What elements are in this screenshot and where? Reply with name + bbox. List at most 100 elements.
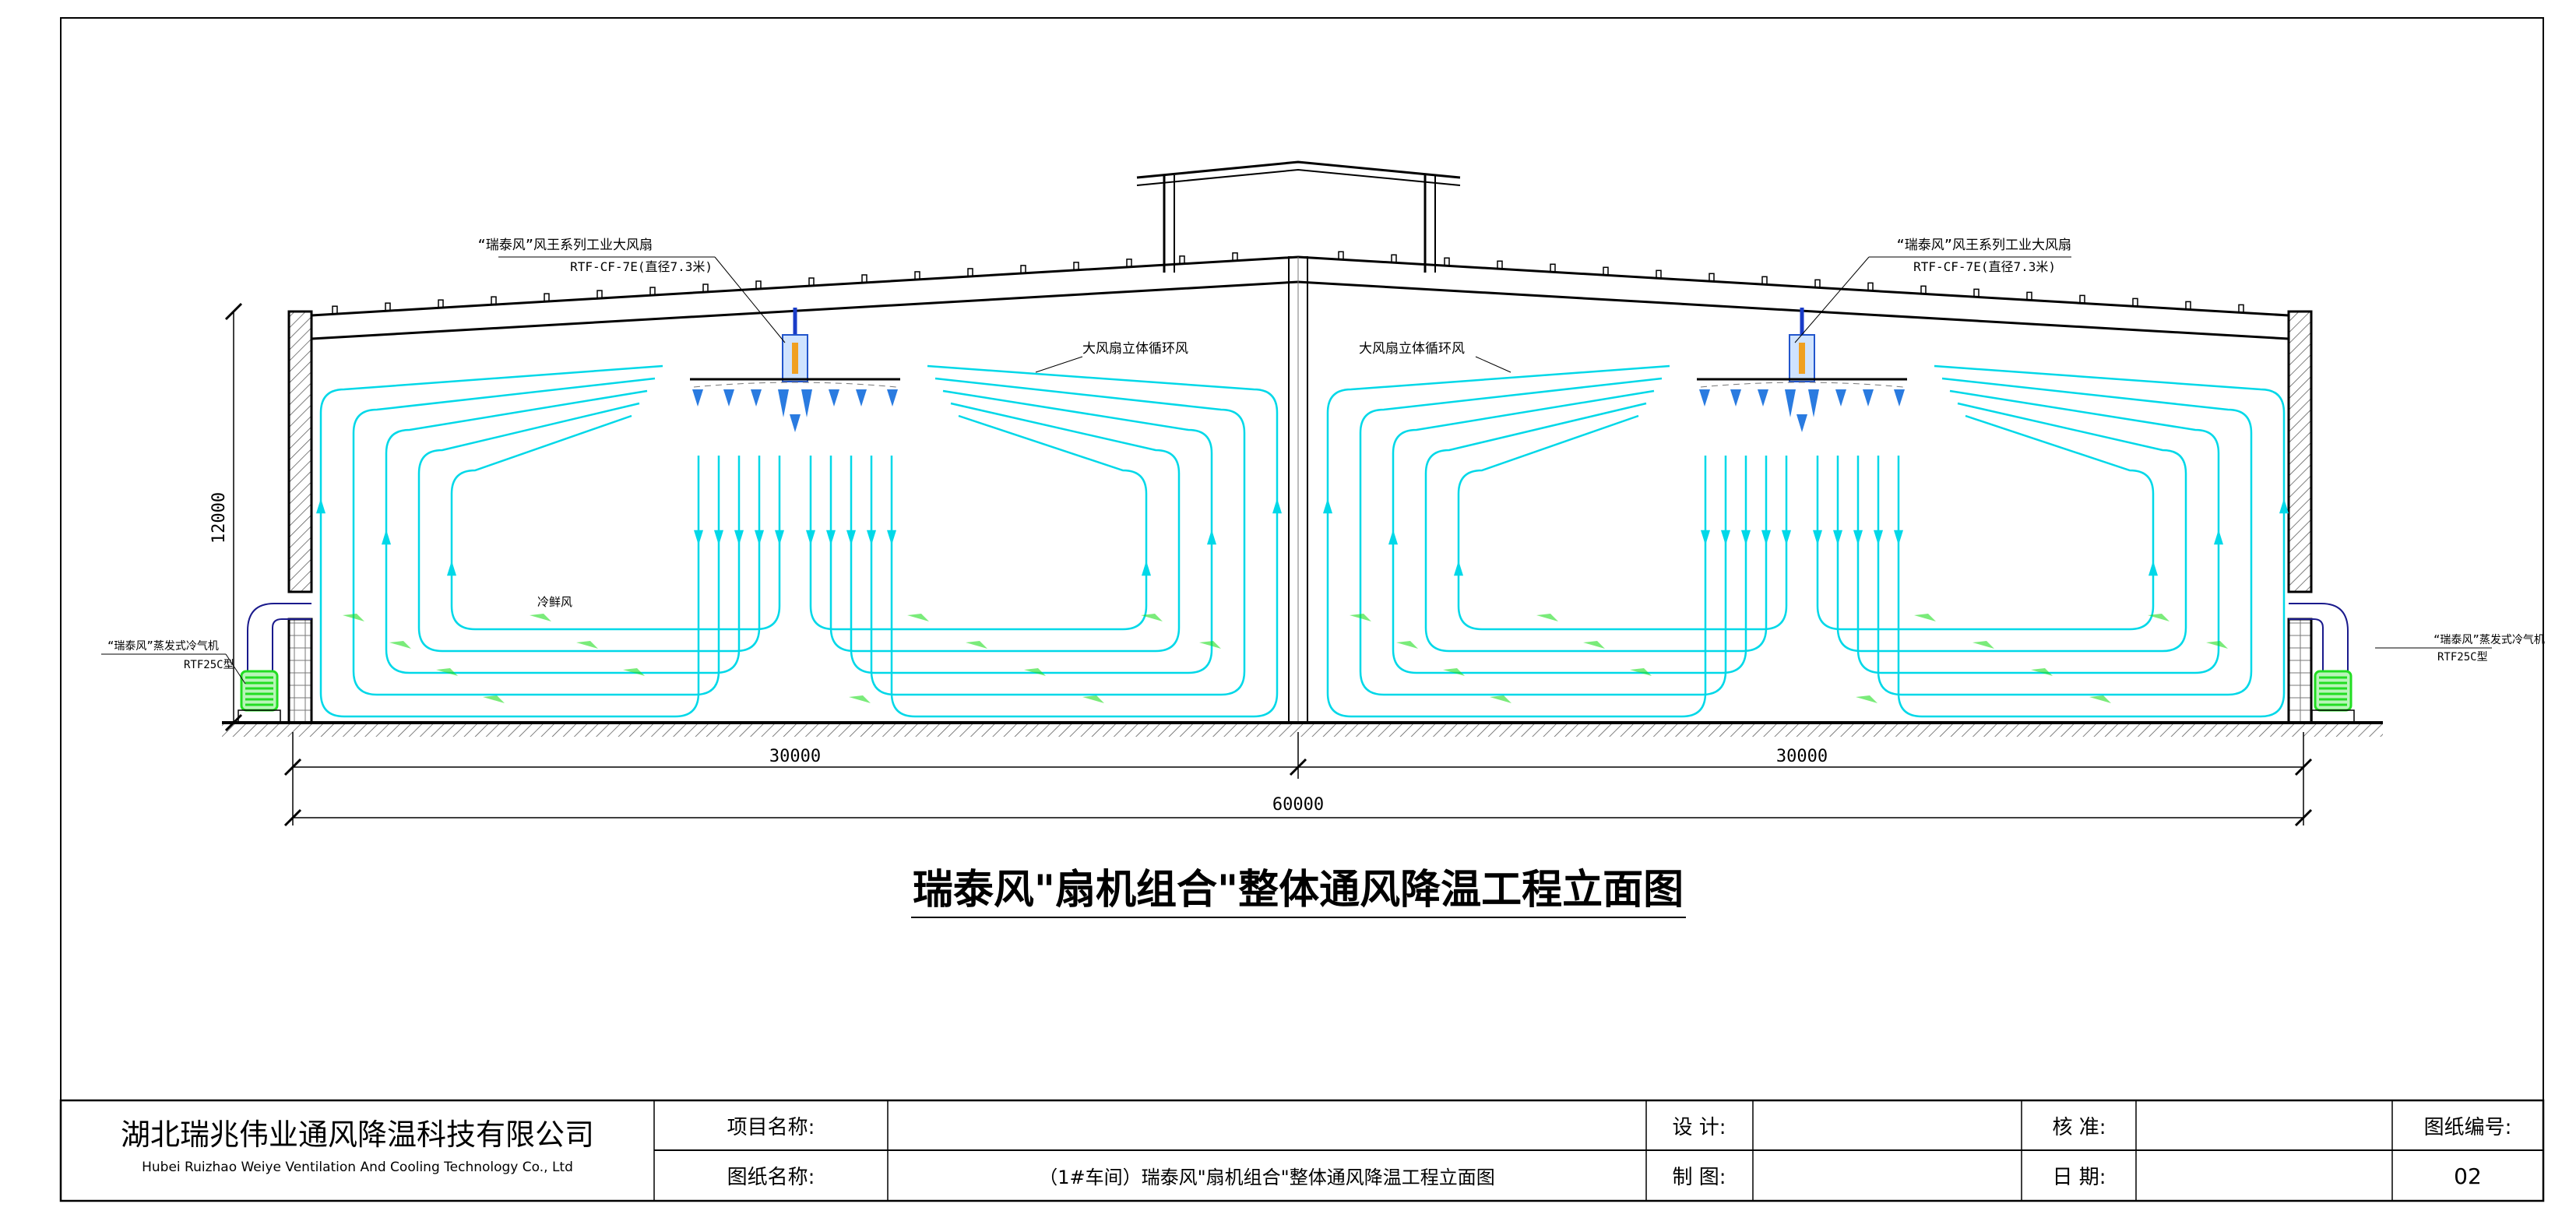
evaporative-cooler (2289, 603, 2355, 723)
up-arrow-icon (1323, 498, 1332, 514)
purlin (1761, 276, 1768, 286)
cool-air-arrow-icon (1856, 695, 1877, 703)
fan-downdraft-arrow-icon (692, 389, 703, 407)
down-arrow-icon (1813, 530, 1822, 545)
down-arrow-icon (714, 530, 723, 545)
purlin (1179, 255, 1185, 265)
purlin (596, 290, 603, 299)
purlin (1338, 251, 1344, 260)
purlin (1020, 265, 1026, 274)
leader-line (714, 256, 786, 343)
purlin (2185, 301, 2191, 311)
down-arrow-icon (1701, 530, 1710, 545)
purlin (702, 283, 709, 293)
fan-blade-sweep (693, 382, 897, 388)
cool-air-arrow-icon (483, 695, 505, 703)
drawing-title: 瑞泰风"扇机组合"整体通风降温工程立面图 (913, 867, 1684, 913)
cool-air-arrow-icon (1490, 695, 1511, 703)
cool-air-arrow-icon (1396, 641, 1418, 649)
date-label: 日 期: (2052, 1166, 2106, 1189)
fan-downdraft-arrow-icon (1835, 389, 1846, 407)
drawing-name-label: 图纸名称: (727, 1166, 815, 1189)
cool-air-arrow-icon (2089, 695, 2111, 703)
purlin (332, 305, 338, 315)
airflow-loop (1457, 414, 1788, 631)
drawing-name-value: （1#车间）瑞泰风"扇机组合"整体通风降温工程立面图 (1039, 1167, 1494, 1188)
fan-downdraft-arrow-icon (1894, 389, 1905, 407)
fan-motor-core (792, 343, 798, 374)
down-arrow-icon (1721, 530, 1730, 545)
up-arrow-icon (1207, 530, 1216, 545)
down-arrow-icon (1782, 530, 1791, 545)
down-arrow-icon (887, 530, 896, 545)
purlin (1709, 273, 1715, 283)
dim-right-text: 30000 (1776, 747, 1828, 766)
down-arrow-icon (1874, 530, 1883, 545)
company-name-cn: 湖北瑞兆伟业通风降温科技有限公司 (121, 1118, 594, 1152)
fan-downdraft-arrow-icon (887, 389, 898, 407)
cool-air-arrow-icon (1972, 641, 1994, 649)
down-arrow-icon (1853, 530, 1863, 545)
cooler-duct (2289, 603, 2349, 671)
down-arrow-icon (775, 530, 784, 545)
cooler-label-line2: RTF25C型 (2437, 651, 2488, 664)
purlin (1656, 269, 1662, 280)
fan-downdraft-arrow-icon (856, 389, 867, 407)
approve-label: 核 准: (2052, 1116, 2106, 1139)
purlin (1126, 259, 1132, 268)
down-arrow-icon (867, 530, 876, 545)
fan-downdraft-arrow-icon (801, 389, 812, 417)
design-label: 设 计: (1672, 1116, 1726, 1139)
fan-downdraft-arrow-icon (751, 389, 762, 407)
leader-line (1475, 356, 1511, 373)
fan-blade-sweep (1700, 382, 1904, 388)
purlin (1444, 257, 1450, 267)
down-arrow-icon (694, 530, 703, 545)
cool-air-arrow-icon (2031, 668, 2053, 676)
roof-purlins (332, 251, 2244, 315)
cooler-stand (238, 709, 281, 723)
fan-label-right: “瑞泰风”风王系列工业大风扇 RTF-CF-7E(直径7.3米) (1794, 238, 2071, 343)
up-arrow-icon (1142, 561, 1151, 576)
company-name-en: Hubei Ruizhao Weiye Ventilation And Cool… (142, 1160, 573, 1175)
purlin (1550, 263, 1556, 273)
down-arrow-icon (1833, 530, 1842, 545)
dim-tick (1289, 758, 1307, 776)
purlin (2079, 294, 2085, 304)
airflow-loop (1392, 389, 1747, 674)
cool-air-label: 冷鲜风 (537, 595, 572, 609)
airflow-loop (1897, 364, 2286, 718)
down-arrow-icon (1894, 530, 1903, 545)
cool-air-arrow-icon (849, 695, 871, 703)
cool-air-arrow-icon (1350, 614, 1371, 621)
cool-air-arrow-icon (1583, 641, 1605, 649)
purlin (755, 280, 762, 290)
fan-label-line2: RTF-CF-7E(直径7.3米) (570, 259, 713, 274)
right-wall (2287, 310, 2313, 593)
monitor-roof-lower (1136, 168, 1461, 186)
airflow-loop (1877, 377, 2253, 696)
cooler-label-line1: “瑞泰风”蒸发式冷气机 (107, 640, 219, 653)
purlin (1973, 288, 1980, 298)
purlin (385, 302, 391, 312)
cool-air-arrow-icon (1630, 668, 1652, 676)
fan-motor-core (1799, 343, 1805, 374)
airflow-label-left: 大风扇立体循环风 (1082, 341, 1188, 357)
project-name-label: 项目名称: (727, 1116, 815, 1139)
cool-air-arrow-icon (2206, 641, 2228, 649)
cooler-label-right: “瑞泰风”蒸发式冷气机 RTF25C型 (2375, 634, 2545, 664)
up-arrow-icon (447, 561, 456, 576)
airflow-loops (316, 364, 2289, 718)
fan-downdraft-arrow-icon (723, 389, 734, 407)
dim-height-text: 12000 (209, 492, 229, 544)
left-wall (287, 310, 313, 593)
dim-left-text: 30000 (769, 747, 821, 766)
purlin (2026, 291, 2032, 301)
airflow-loop (1856, 389, 2220, 674)
up-arrow-icon (1454, 561, 1463, 576)
airflow-loop (1359, 377, 1727, 696)
up-arrow-icon (316, 498, 326, 514)
fan-downdraft-arrow-icon (1730, 389, 1741, 407)
cool-air-arrow-icon (966, 641, 987, 649)
cool-air-arrow-icon (623, 668, 645, 676)
